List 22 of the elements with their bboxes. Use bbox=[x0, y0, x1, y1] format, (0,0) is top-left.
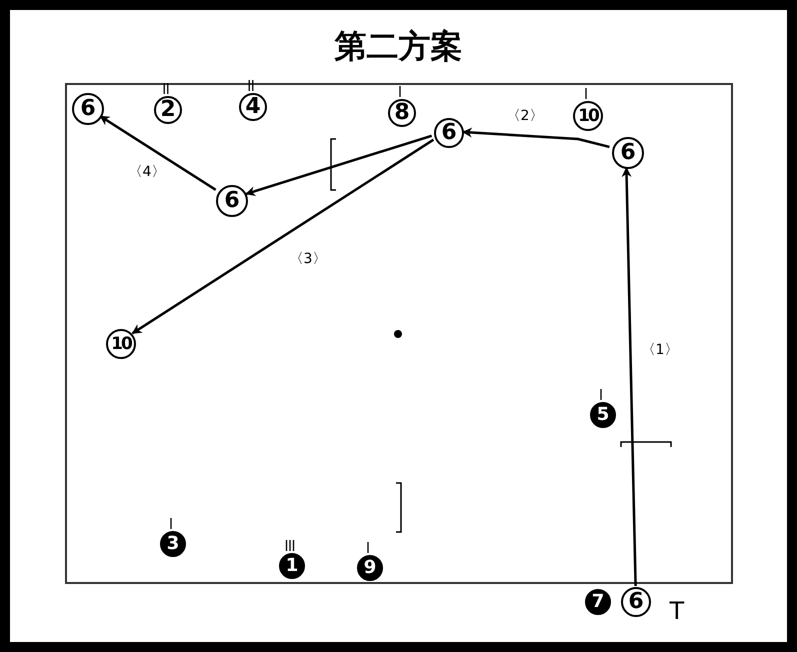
player-marker-filled: 1 bbox=[279, 553, 305, 579]
arrow bbox=[462, 128, 610, 148]
arrow bbox=[99, 115, 216, 191]
player-marker: 4 bbox=[239, 93, 267, 121]
player-marker: 6 bbox=[72, 93, 104, 125]
player-marker: 8 bbox=[388, 99, 416, 127]
player-marker-filled: 3 bbox=[160, 531, 186, 557]
player-marker-filled: 9 bbox=[357, 555, 383, 581]
player-marker-filled: 5 bbox=[590, 402, 616, 428]
player-marker-filled: 7 bbox=[585, 589, 611, 615]
arrow bbox=[622, 167, 637, 586]
player-marker: 6 bbox=[612, 137, 644, 169]
player-marker: 6 bbox=[434, 118, 464, 148]
player-marker: 10 bbox=[573, 101, 603, 131]
player-marker: 6 bbox=[216, 185, 248, 217]
player-marker: 6 bbox=[621, 587, 651, 617]
player-marker: 10 bbox=[106, 329, 136, 359]
arrow bbox=[132, 138, 434, 334]
arrow bbox=[245, 134, 432, 196]
field-label: T bbox=[670, 597, 684, 625]
title: 第二方案 bbox=[334, 26, 462, 67]
player-marker: 2 bbox=[154, 96, 182, 124]
